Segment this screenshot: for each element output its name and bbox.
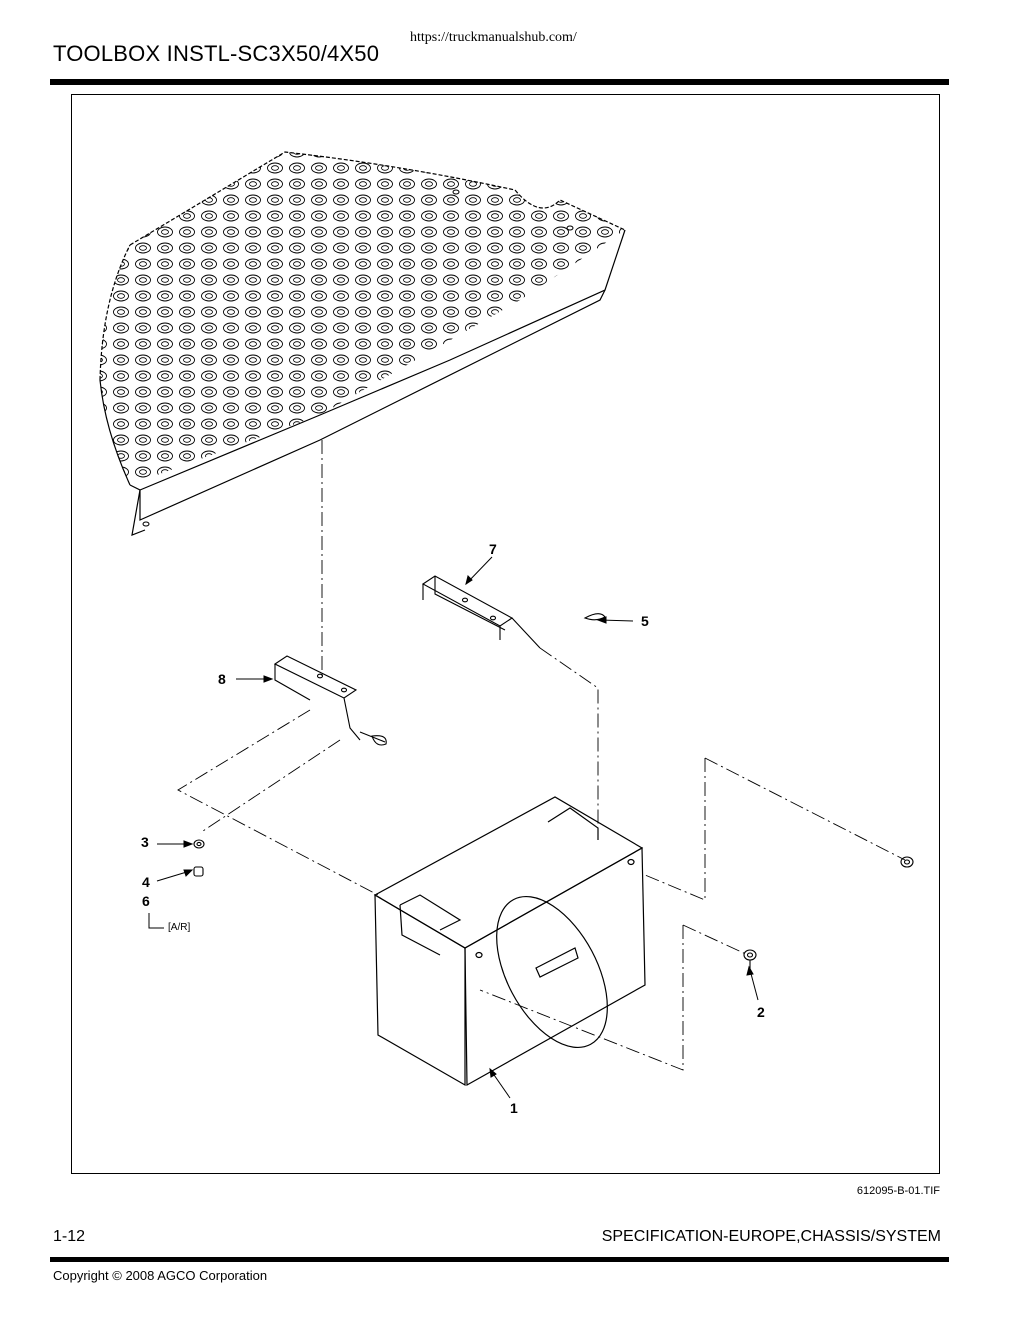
bracket-8 bbox=[273, 655, 387, 746]
callout-7: 7 bbox=[489, 541, 497, 557]
section-name: SPECIFICATION-EUROPE,CHASSIS/SYSTEM bbox=[601, 1228, 941, 1245]
callout-8: 8 bbox=[218, 671, 226, 687]
toolbox-1 bbox=[373, 796, 646, 1087]
footer-rule bbox=[50, 1257, 949, 1262]
step-plate bbox=[99, 151, 626, 536]
figure-frame bbox=[71, 94, 940, 1174]
hardware bbox=[193, 839, 914, 970]
page-number: 1-12 bbox=[53, 1228, 86, 1245]
source-url[interactable]: https://truckmanualshub.com/ bbox=[410, 30, 577, 45]
header-rule bbox=[50, 79, 949, 85]
image-reference: 612095-B-01.TIF bbox=[856, 1185, 940, 1197]
callout-3: 3 bbox=[141, 834, 149, 850]
callout-5: 5 bbox=[641, 613, 649, 629]
callout-2: 2 bbox=[757, 1004, 765, 1020]
page-title: TOOLBOX INSTL-SC3X50/4X50 bbox=[53, 41, 380, 66]
bracket-7 bbox=[421, 575, 606, 649]
alignment-lines bbox=[177, 440, 906, 1071]
callout-1: 1 bbox=[510, 1100, 518, 1116]
leader-lines bbox=[148, 556, 759, 1099]
callout-4: 4 bbox=[142, 874, 150, 890]
copyright: Copyright © 2008 AGCO Corporation bbox=[53, 1268, 268, 1283]
as-required-note: [A/R] bbox=[168, 922, 190, 933]
callout-6: 6 bbox=[142, 893, 150, 909]
